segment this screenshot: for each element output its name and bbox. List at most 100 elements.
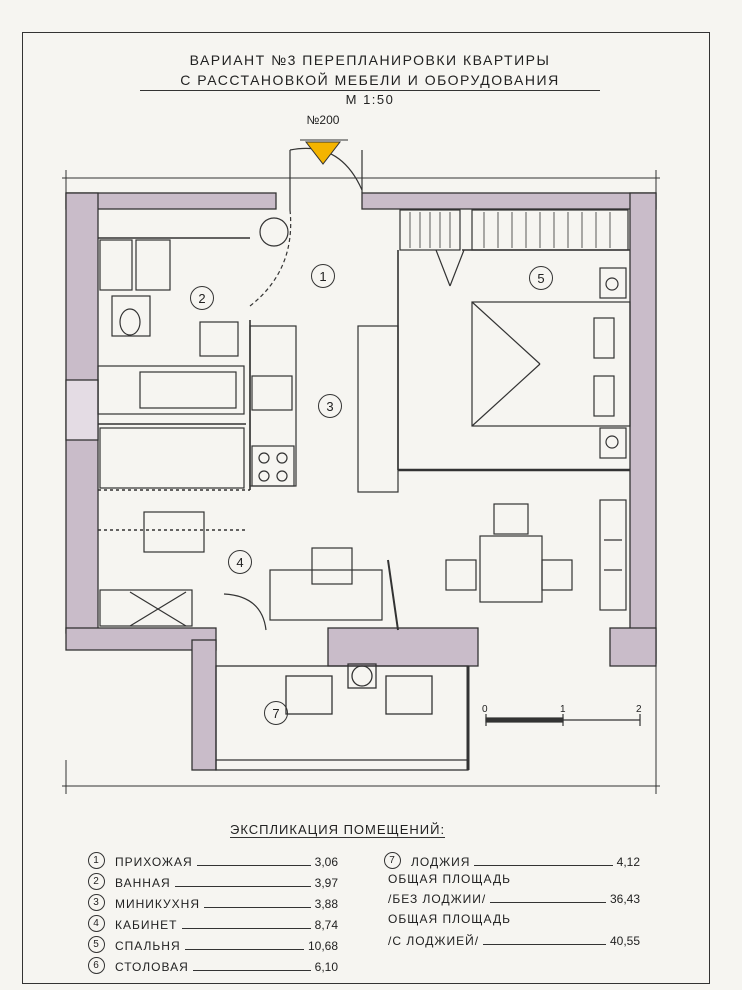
kitchen-sink <box>251 375 293 411</box>
room-number-4: 4 <box>228 550 252 574</box>
legend-row-2: 2 Ванная 3,97 <box>88 873 338 890</box>
wall-column-left <box>65 379 99 441</box>
legend-name: Лоджия <box>411 855 471 869</box>
legend-row-5: 5 Спальня 10,68 <box>88 936 338 953</box>
legend-area: 3,06 <box>314 855 338 869</box>
wall-bottom-left <box>65 627 217 651</box>
legend-name: Спальня <box>115 939 181 953</box>
walls <box>65 192 657 771</box>
wall-top-right <box>361 192 657 210</box>
cabinet <box>135 239 171 291</box>
toilet-bowl <box>119 308 141 336</box>
legend-num: 1 <box>88 852 105 869</box>
legend-total-2-label: Общая площадь <box>388 912 640 926</box>
legend-total-label: Общая площадь <box>388 912 511 926</box>
room-number-2: 2 <box>190 286 214 310</box>
kitchen-counter <box>249 325 297 487</box>
legend-total-sublabel: /без лоджии/ <box>388 892 487 906</box>
legend-area: 4,12 <box>616 855 640 869</box>
legend-row-4: 4 Кабинет 8,74 <box>88 915 338 932</box>
scale-label-1: 1 <box>560 704 566 715</box>
title-line-2: с расстановкой мебели и оборудования <box>140 72 600 91</box>
legend-total-2: /с лоджией/ 40,55 <box>388 934 640 948</box>
kitchen-fixtures <box>249 325 399 493</box>
sink <box>199 321 239 357</box>
loggia-chair-right <box>385 675 433 715</box>
dimension-lines <box>62 170 660 794</box>
legend-name: Прихожая <box>115 855 193 869</box>
legend-title: Экспликация помещений: <box>230 822 446 838</box>
legend-area: 3,88 <box>314 897 338 911</box>
sideboard <box>599 499 627 611</box>
toilet-tank <box>111 295 151 337</box>
legend-total-sublabel: /с лоджией/ <box>388 934 480 948</box>
kitchen-bench <box>357 325 399 493</box>
bedroom-fixtures <box>399 209 631 459</box>
legend-name: Ванная <box>115 876 171 890</box>
entry-marker <box>300 139 348 165</box>
washing-machine <box>99 239 133 291</box>
dining-fixtures <box>445 499 627 611</box>
wardrobe-2 <box>471 209 629 251</box>
pillow-1 <box>593 317 615 359</box>
legend-row-7: 7 Лоджия 4,12 <box>384 852 640 869</box>
bookcase <box>99 589 193 627</box>
legend-num: 5 <box>88 936 105 953</box>
legend-total-area: 36,43 <box>609 892 640 906</box>
doors <box>223 147 465 631</box>
table <box>143 511 205 553</box>
legend-num: 3 <box>88 894 105 911</box>
armchair <box>311 547 353 585</box>
wall-right <box>629 192 657 664</box>
wardrobe-1 <box>399 209 461 251</box>
legend-name: Столовая <box>115 960 189 974</box>
pillow-2 <box>593 375 615 417</box>
room-number-5: 5 <box>529 266 553 290</box>
legend-area: 6,10 <box>314 960 338 974</box>
scale-label-2: 2 <box>636 704 642 715</box>
legend-area: 3,97 <box>314 876 338 890</box>
legend-num: 2 <box>88 873 105 890</box>
nightstand-1 <box>599 267 627 299</box>
legend-area: 8,74 <box>314 918 338 932</box>
loggia-chair-left <box>285 675 333 715</box>
north-marker-label: №200 <box>306 113 340 127</box>
wall-bottom-right <box>609 627 657 667</box>
legend-area: 10,68 <box>307 939 338 953</box>
title-line-1: Вариант №3 перепланировки квартиры <box>189 52 551 68</box>
room-number-7: 7 <box>264 701 288 725</box>
room-number-1: 1 <box>311 264 335 288</box>
legend-row-1: 1 Прихожая 3,06 <box>88 852 338 869</box>
legend-total-label: Общая площадь <box>388 872 511 886</box>
title-scale: М 1:50 <box>345 92 395 107</box>
bathtub <box>97 365 245 415</box>
dining-table <box>479 535 543 603</box>
chair-left <box>445 559 477 591</box>
loggia-table <box>351 665 373 687</box>
room-number-3: 3 <box>318 394 342 418</box>
bathroom-fixtures <box>97 217 289 415</box>
desk <box>99 427 245 489</box>
wall-loggia-left <box>191 639 217 771</box>
legend-num: 4 <box>88 915 105 932</box>
legend-row-3: 3 Миникухня 3,88 <box>88 894 338 911</box>
legend-num: 6 <box>88 957 105 974</box>
wall-bottom-mid <box>327 627 479 667</box>
legend-total-1: /без лоджии/ 36,43 <box>388 892 640 906</box>
round-sink <box>259 217 289 247</box>
legend-total-area: 40,55 <box>609 934 640 948</box>
study-fixtures <box>99 427 383 627</box>
loggia <box>215 663 470 771</box>
legend-name: Миникухня <box>115 897 200 911</box>
scale-bar <box>485 714 641 726</box>
legend-name: Кабинет <box>115 918 178 932</box>
legend-row-6: 6 Столовая 6,10 <box>88 957 338 974</box>
bed <box>471 301 631 427</box>
nightstand-2 <box>599 427 627 459</box>
chair-top <box>493 503 529 535</box>
sofa <box>269 569 383 621</box>
chair-right <box>541 559 573 591</box>
stove <box>251 445 295 487</box>
